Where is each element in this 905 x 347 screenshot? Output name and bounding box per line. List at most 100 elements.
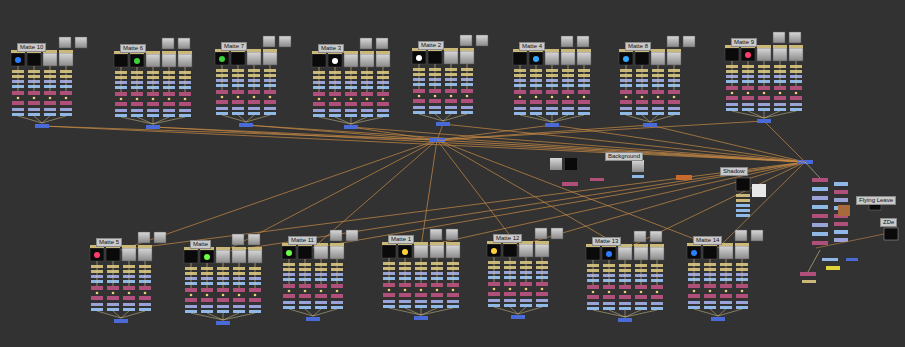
thumbnail xyxy=(460,35,472,46)
dot-node xyxy=(452,289,455,292)
matte-spot xyxy=(204,254,210,260)
pipe xyxy=(694,309,718,316)
pipe xyxy=(207,313,223,320)
pipe xyxy=(121,311,145,318)
process-node xyxy=(652,107,664,110)
thumbnail xyxy=(838,205,850,216)
process-node xyxy=(546,100,558,104)
thumbnail xyxy=(216,250,230,263)
dot-node xyxy=(466,95,469,98)
process-node xyxy=(632,175,644,178)
process-node xyxy=(361,109,373,112)
process-node xyxy=(620,90,632,94)
process-node xyxy=(431,305,443,308)
process-node xyxy=(704,294,716,298)
wire xyxy=(764,121,805,162)
pipe xyxy=(609,260,610,285)
thumbnail xyxy=(650,247,664,260)
thumbnail xyxy=(231,52,245,65)
thumbnail xyxy=(90,248,104,261)
process-node xyxy=(812,214,828,218)
process-node xyxy=(131,109,143,112)
thumbnail xyxy=(632,160,644,172)
merge-node xyxy=(306,317,320,321)
pipe xyxy=(223,313,239,320)
dot-node xyxy=(144,292,147,295)
process-node xyxy=(562,90,574,94)
read-node xyxy=(650,244,664,247)
pipe xyxy=(289,309,313,316)
process-node xyxy=(12,108,24,111)
dot-node xyxy=(190,294,193,297)
process-node xyxy=(91,308,103,311)
wire xyxy=(437,140,718,248)
dot-node xyxy=(763,92,766,95)
merge-node xyxy=(414,316,428,320)
thumbnail xyxy=(398,245,412,258)
process-node xyxy=(431,283,443,287)
process-node xyxy=(603,295,615,299)
process-node xyxy=(704,306,716,309)
process-node xyxy=(688,306,700,309)
node-name: Shadow xyxy=(723,168,745,174)
thumbnail xyxy=(232,234,244,245)
node-name: Matte xyxy=(193,241,208,247)
merge-node xyxy=(757,119,771,123)
process-node xyxy=(233,305,245,308)
dot-node xyxy=(96,292,99,295)
dot-node xyxy=(583,96,586,99)
thumbnail xyxy=(232,250,246,263)
process-node xyxy=(620,112,632,115)
thumbnail xyxy=(550,158,562,170)
dot-node xyxy=(136,98,139,101)
pipe xyxy=(50,66,51,91)
process-node xyxy=(826,266,840,270)
thumbnail xyxy=(43,53,57,66)
pipe xyxy=(18,66,19,91)
process-node xyxy=(179,109,191,112)
process-node xyxy=(619,307,631,310)
dot-node xyxy=(795,92,798,95)
thumbnail xyxy=(27,53,41,66)
process-node xyxy=(217,310,229,313)
pipe xyxy=(421,308,437,315)
dot-node xyxy=(269,96,272,99)
process-node xyxy=(688,294,700,298)
thumbnail xyxy=(884,228,898,240)
node-name: Matte 10 xyxy=(20,44,43,50)
process-node xyxy=(447,305,459,308)
pipe xyxy=(796,61,797,86)
pipe xyxy=(748,111,764,118)
process-node xyxy=(233,298,245,302)
wire xyxy=(121,140,437,250)
thumbnail xyxy=(178,38,190,49)
process-node xyxy=(139,303,151,306)
thumbnail xyxy=(154,232,166,243)
dot-node xyxy=(254,294,257,297)
wire xyxy=(153,127,805,162)
dot-node xyxy=(608,291,611,294)
pipe xyxy=(145,261,146,286)
dot-node xyxy=(320,290,323,293)
matte-spot xyxy=(94,252,100,258)
process-node xyxy=(834,222,848,226)
thumbnail xyxy=(59,53,73,66)
dot-node xyxy=(420,289,423,292)
pipe xyxy=(453,258,454,283)
process-node xyxy=(635,285,647,289)
process-node xyxy=(185,305,197,308)
read-node xyxy=(138,245,152,248)
read-node xyxy=(330,243,344,246)
dot-node xyxy=(525,288,528,291)
process-node xyxy=(60,91,72,95)
dot-node xyxy=(625,96,628,99)
thumbnail xyxy=(687,246,701,259)
pipe xyxy=(642,65,643,90)
pipe xyxy=(421,258,422,283)
process-node xyxy=(431,293,443,297)
thumbnail xyxy=(248,250,262,263)
read-node xyxy=(757,45,771,48)
thumbnail xyxy=(551,228,563,239)
matte-spot xyxy=(402,249,408,255)
dot-node xyxy=(334,98,337,101)
